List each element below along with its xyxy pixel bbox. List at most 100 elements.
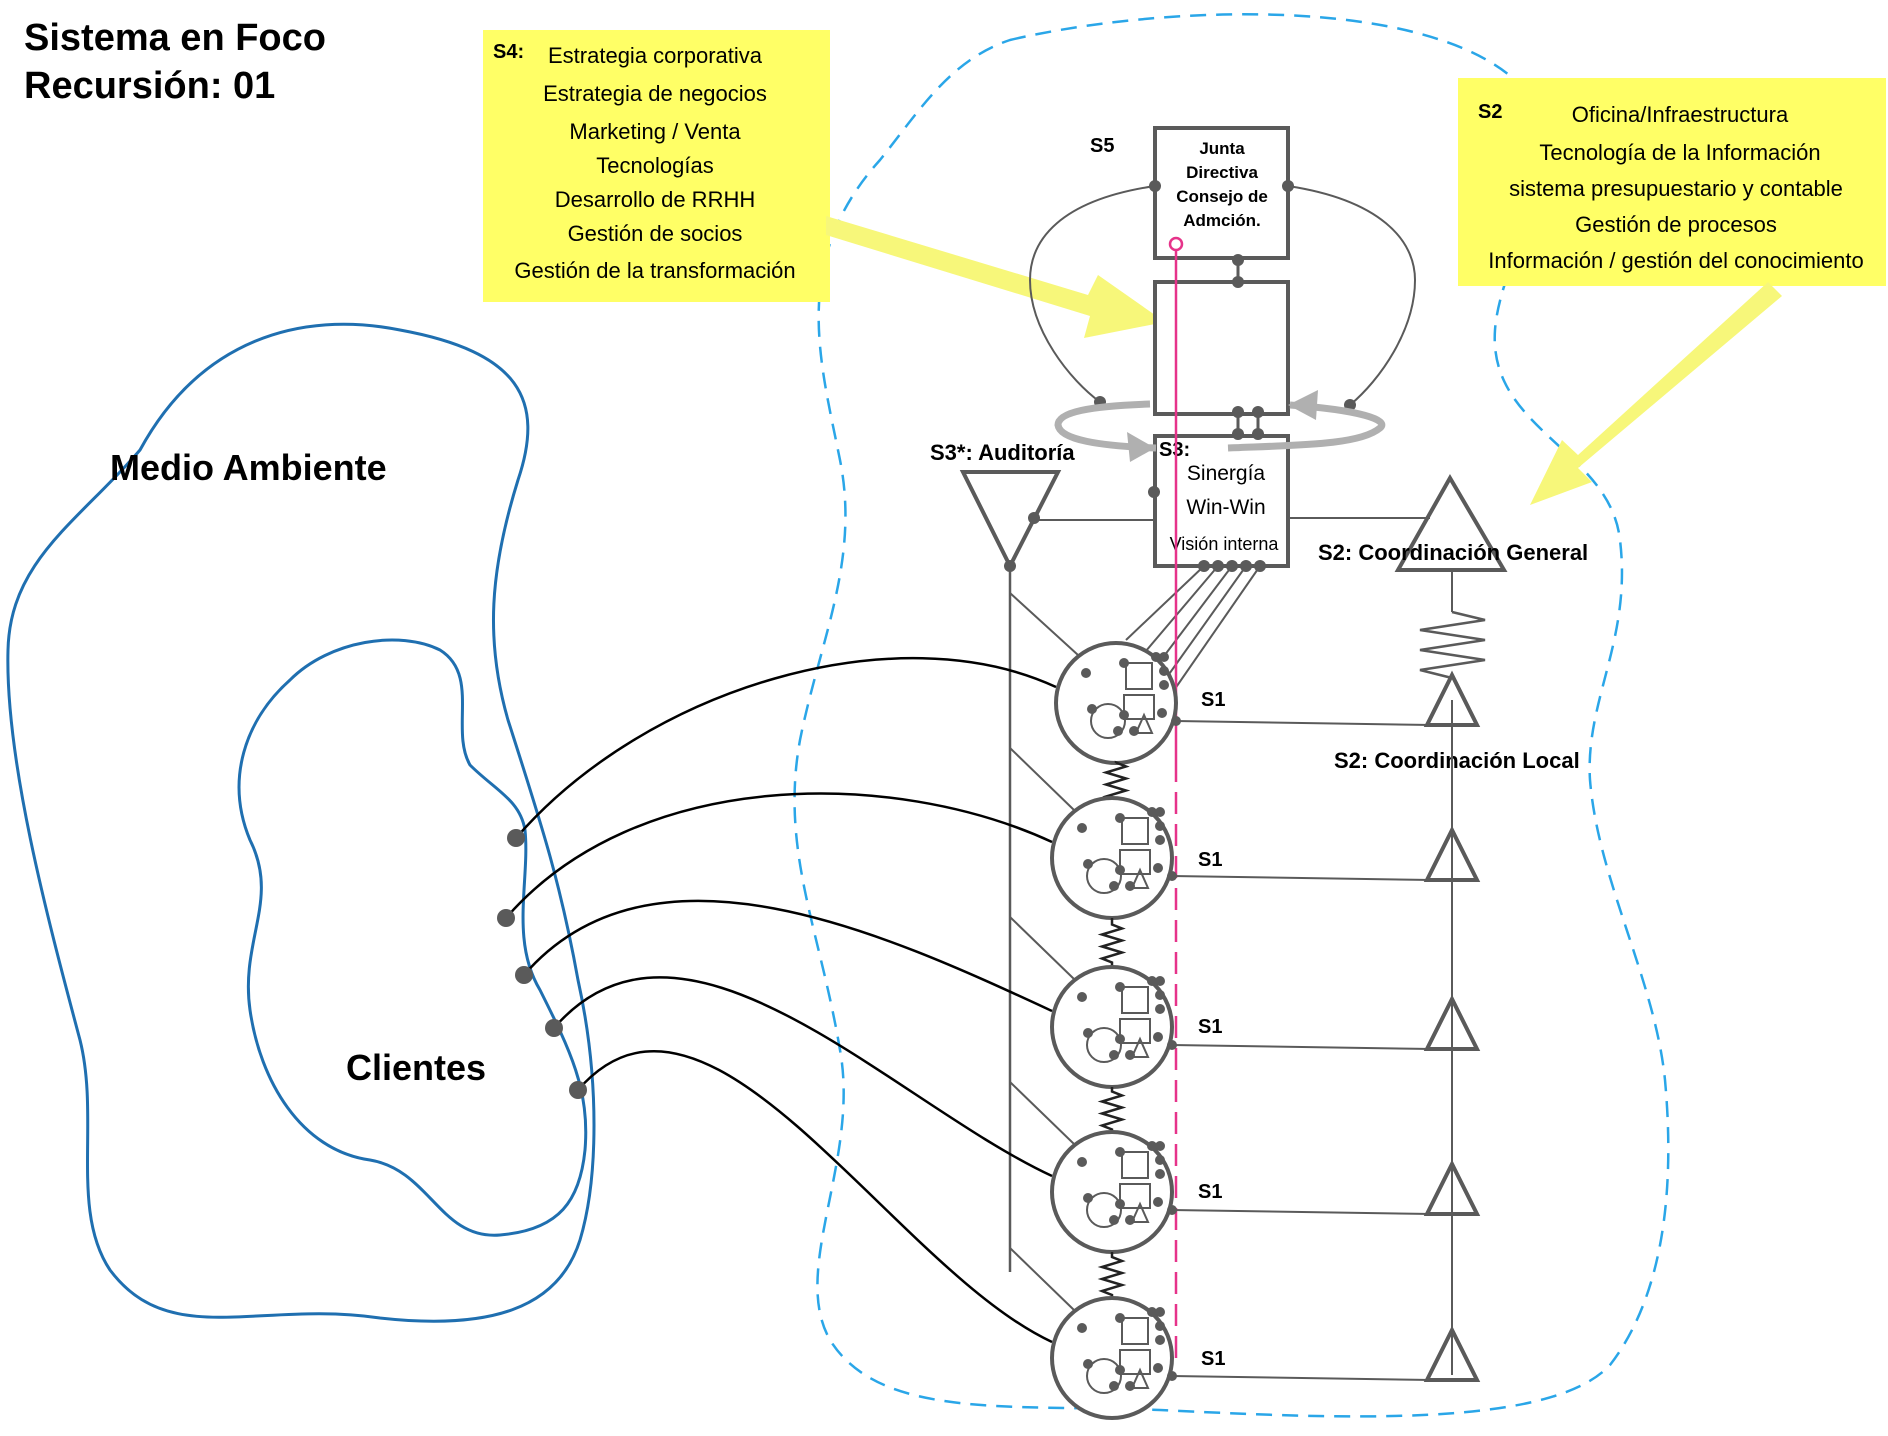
s1-mini-dot [1115,1147,1125,1157]
s3-s1-bundle [1125,560,1266,697]
s1-mini-dot [1081,668,1091,678]
s1-link-dot [1167,871,1177,881]
audit-branch [1009,1081,1075,1145]
s1-to-s2-link [1171,1044,1433,1050]
s1-mini-env [1086,858,1122,894]
s4-item: Gestión de socios [568,221,743,246]
s1-mini-dot [1155,1004,1165,1014]
s1-mini-dot [1109,1050,1119,1060]
s2-local-label: S2: Coordinación Local [1334,748,1580,773]
s1-mini-dot [1115,1199,1125,1209]
s1-mini-coord [1134,712,1154,734]
medio-ambiente-label: Medio Ambiente [110,447,387,488]
s1-mini-dot [1125,1381,1135,1391]
s1-label: S1 [1201,689,1225,711]
s1-mini-dot [1147,1307,1157,1317]
s1-mini-coord [1130,1367,1150,1389]
s1-to-s2-link [1175,720,1433,726]
s3-star-label: S3*: Auditoría [930,440,1075,465]
loop-arrowhead-right [1127,432,1155,462]
s1-mini-management [1125,662,1153,690]
s1-mini-dot [1153,863,1163,873]
customer-link [553,976,1053,1178]
s1-mini-dot [1159,680,1169,690]
s1-to-s2-link [1171,1209,1433,1215]
s1-mini-ops [1119,1018,1151,1044]
s1-mini-dot [1115,1365,1125,1375]
s4-pointer-arrow [826,216,1165,338]
s1-mini-dot [1147,976,1157,986]
s3-s4-loop [1054,400,1157,452]
s2-pointer-arrow [1530,282,1782,505]
s1-mini-dot [1119,710,1129,720]
s1-to-s2-link [1171,875,1433,881]
s2-item: Tecnología de la Información [1539,140,1820,165]
environment-outer-shape [6,322,596,1323]
s1-mini-dot [1115,865,1125,875]
s1-mini-dot [1151,652,1161,662]
s1-mini-dot [1155,1307,1165,1317]
s1-mini-ops [1119,1183,1151,1209]
audit-branch [1009,1247,1075,1311]
s2-note-tag: S2 [1478,101,1502,123]
customer-link [523,899,1053,1013]
header-title: Sistema en Foco [24,17,326,59]
s2-spring [1419,610,1486,680]
s1-mini-coord [1130,867,1150,889]
svg-text:Consejo de: Consejo de [1176,187,1268,206]
s1-mini-dot [1087,704,1097,714]
customer-node [569,1081,587,1099]
s1-mini-dot [1157,708,1167,718]
s5-box [1153,126,1290,260]
s1-mini-dot [1109,1215,1119,1225]
customer-node [507,829,525,847]
s1-mini-dot [1119,658,1129,668]
s1-mini-dot [1155,976,1165,986]
audit-branch [1009,916,1075,980]
s1-mini-dot [1125,1215,1135,1225]
s1-mini-dot [1155,807,1165,817]
s1-mini-env [1086,1027,1122,1063]
s4-item: Gestión de la transformación [514,258,795,283]
s4-item: Tecnologías [596,153,713,178]
s1-link-dot [1171,716,1181,726]
clientes-shape [237,638,588,1237]
s4-item: Desarrollo de RRHH [555,187,756,212]
s4-item: Estrategia corporativa [548,43,763,68]
s1-mini-coord [1130,1201,1150,1223]
svg-text:Junta: Junta [1199,139,1245,158]
s1-mini-dot [1147,807,1157,817]
s1-mini-dot [1077,1157,1087,1167]
s1-mini-dot [1125,881,1135,891]
s1-mini-dot [1155,990,1165,1000]
s1-mini-dot [1153,1032,1163,1042]
s1-link-dot [1167,1040,1177,1050]
s1-mini-dot [1115,1313,1125,1323]
s1-mini-dot [1115,1034,1125,1044]
loop-arrowhead-left [1288,390,1318,420]
s1-link-dot [1167,1371,1177,1381]
s5-lines: Junta Directiva Consejo de Admción. [1176,139,1268,230]
s1-mini-dot [1113,726,1123,736]
s1-mini-dot [1125,1050,1135,1060]
customer-node [545,1019,563,1037]
customer-node [515,966,533,984]
s3-lines: Sinergía Win-Win Visión interna [1170,462,1280,554]
customer-link [577,1049,1053,1344]
s5-left-loop [1028,185,1156,403]
s1-mini-dot [1155,1335,1165,1345]
s1-mini-dot [1083,859,1093,869]
s1-mini-dot [1155,821,1165,831]
s1-mini-env [1086,1192,1122,1228]
s1-mini-dot [1083,1193,1093,1203]
s2-item: Gestión de procesos [1575,212,1777,237]
svg-text:Visión interna: Visión interna [1170,534,1280,554]
system-boundary-dashed [793,13,1670,1418]
s1-mini-dot [1155,1321,1165,1331]
s2-note [1458,78,1886,286]
s1-label: S1 [1198,1016,1222,1038]
s1-mini-env [1090,703,1126,739]
s1-mini-management [1121,1151,1149,1179]
